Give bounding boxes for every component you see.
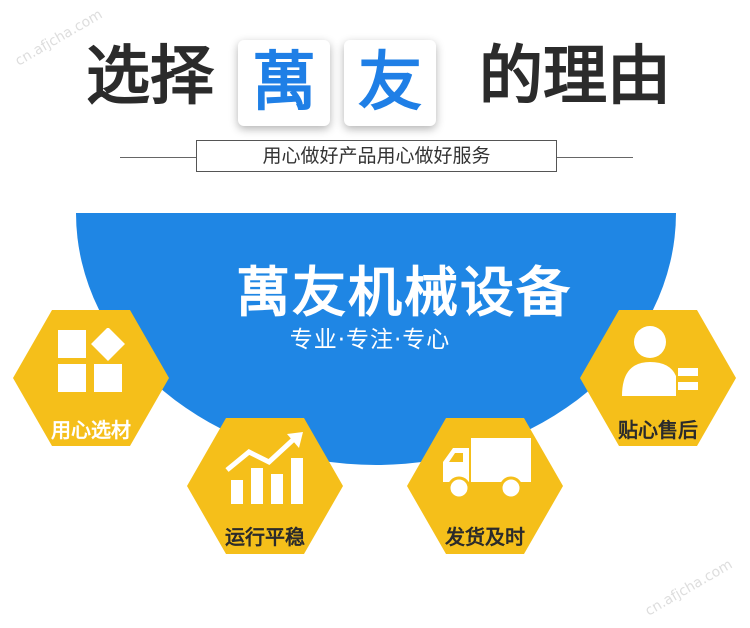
feature-label: 运行平稳 [225,525,305,549]
feature-hex-stable: 运行平稳 [187,418,343,554]
customer-service-icon [622,326,698,396]
banner-title: 萬友机械设备 [236,261,572,324]
feature-label: 发货及时 [445,525,525,549]
growth-chart-icon [225,432,303,504]
title-prefix: 选择 [86,40,214,114]
slogan-divider-left [120,157,196,158]
brand-char-2: 友 [344,40,436,126]
delivery-truck-icon [443,438,531,500]
feature-label: 贴心售后 [618,418,698,442]
watermark-bottom-right: cn.afjcha.com [642,556,736,620]
brand-char-1: 萬 [238,40,330,126]
slogan-divider-right [557,157,633,158]
feature-label: 用心选材 [51,418,131,442]
title-suffix: 的理由 [479,40,671,114]
blocks-icon [58,328,125,392]
banner-subtitle: 专业·专注·专心 [289,327,451,353]
slogan-box: 用心做好产品用心做好服务 [196,140,557,172]
